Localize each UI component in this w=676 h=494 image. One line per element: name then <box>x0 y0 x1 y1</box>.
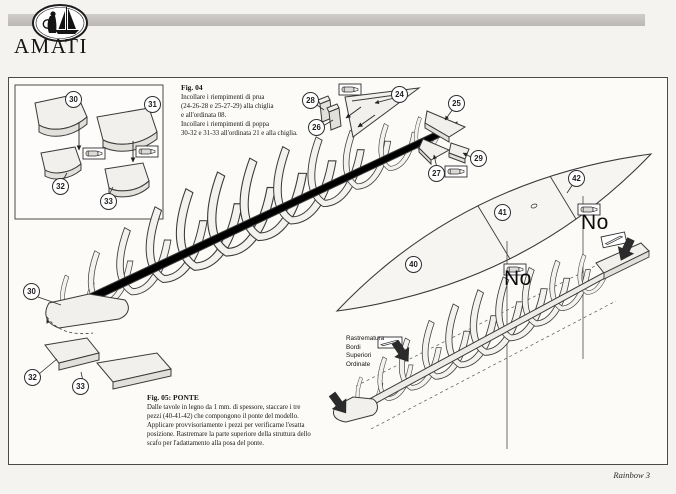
stern-filler-pieces <box>44 337 172 390</box>
part-callout-27: 27 <box>428 165 445 182</box>
fig05-line: Applicare provvisoriamente i pezzi per v… <box>147 422 305 429</box>
no-glue-label: No <box>504 267 532 290</box>
part-callout-26: 26 <box>308 119 325 136</box>
part-callout-29: 29 <box>470 150 487 167</box>
fig04-instructions: Fig. 04 Incollare i riempimenti di prua … <box>181 83 311 138</box>
page-footer: Rainbow 3 <box>613 470 650 480</box>
taper-note-line: Bordi <box>346 343 361 351</box>
glue-tube-icon <box>338 83 362 96</box>
part-callout-25: 25 <box>448 95 465 112</box>
fig05-line: pezzi (40-41-42) che compongono il ponte… <box>147 413 299 420</box>
brand-name: AMATI <box>14 34 88 58</box>
fig04-line: Incollare i riempimenti di prua <box>181 94 265 101</box>
taper-note-line: Ordinate <box>346 360 371 368</box>
glue-tube-icon <box>444 165 468 178</box>
inset-filler-pieces <box>34 93 158 198</box>
no-glue-label: No <box>581 211 609 234</box>
taper-note-line: Rastrematura <box>346 335 385 342</box>
part-callout-32: 32 <box>52 178 69 195</box>
schooner-silhouette <box>55 7 79 34</box>
part-callout-30b: 30 <box>23 283 40 300</box>
fig05-line: Dalle tavole in legno da 1 mm. di spesso… <box>147 404 301 411</box>
sanding-block-icon <box>600 231 628 249</box>
inset-glue-arrows <box>76 123 136 163</box>
part-callout-30: 30 <box>65 91 82 108</box>
taper-note: Rastrematura Bordi Superiori Ordinate <box>346 335 384 369</box>
amati-ship-logo <box>32 4 88 42</box>
header-bar <box>8 14 645 26</box>
part-callout-24: 24 <box>391 86 408 103</box>
fig04-line: 30-32 e 31-33 all'ordinata 21 e alla chi… <box>181 130 298 137</box>
diagram-artwork <box>14 83 653 449</box>
fig05-line: posizione. Rastremare la parte superiore… <box>147 431 311 438</box>
helmsman-silhouette <box>42 11 57 33</box>
fig05-line: scafo per l'adattamento alla posa del po… <box>147 440 264 447</box>
glue-tube-icon <box>135 145 159 158</box>
fig05-title: Fig. 05: PONTE <box>147 393 199 402</box>
glue-tube-icon <box>82 147 106 160</box>
part-callout-33: 33 <box>100 193 117 210</box>
bow-filler-arrows <box>345 106 376 128</box>
part-callout-42: 42 <box>568 170 585 187</box>
fig05-instructions: Fig. 05: PONTE Dalle tavole in legno da … <box>147 393 337 448</box>
part-callout-40: 40 <box>405 256 422 273</box>
fig04-line: (24-26-28 e 25-27-29) alla chiglia <box>181 103 274 110</box>
stern-platform <box>45 293 129 329</box>
part-callout-41: 41 <box>494 204 511 221</box>
fig04-title: Fig. 04 <box>181 83 203 92</box>
part-callout-32b: 32 <box>24 369 41 386</box>
part-callout-31: 31 <box>144 96 161 113</box>
diagram-board: Fig. 04 Incollare i riempimenti di prua … <box>8 77 668 465</box>
taper-note-line: Superiori <box>346 352 372 360</box>
alignment-lines <box>506 196 584 449</box>
fig04-line: e all'ordinata 08. <box>181 112 227 119</box>
fig04-line: Incollare i riempimenti di poppa <box>181 121 269 128</box>
deck-hole <box>530 203 538 209</box>
part-callout-28: 28 <box>302 92 319 109</box>
part-callout-33b: 33 <box>72 378 89 395</box>
